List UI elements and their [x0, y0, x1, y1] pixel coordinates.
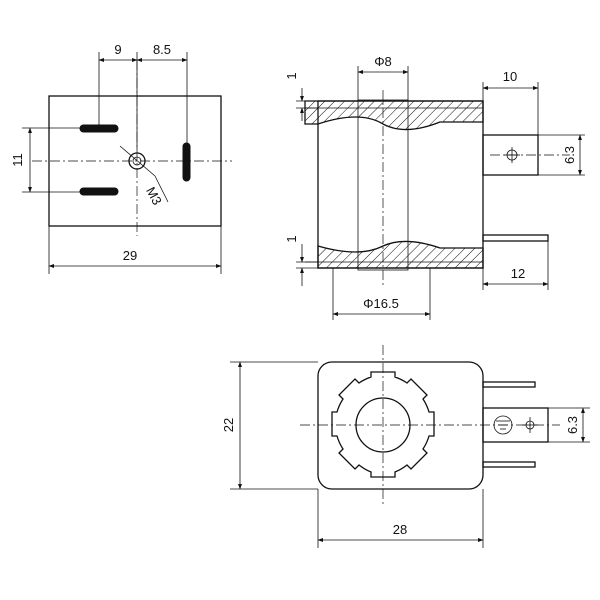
dim-side-height: 11 [10, 153, 25, 167]
dim-terminal-width-front: 6.3 [565, 416, 580, 434]
section-view: Φ8 10 12 6.3 Φ16.5 1 1 [284, 54, 585, 320]
dim-wall-top: 1 [284, 72, 299, 79]
dim-outer-diameter: Φ16.5 [363, 296, 399, 311]
dim-wall-bottom: 1 [284, 235, 299, 242]
front-view: 22 28 6.3 [221, 345, 590, 548]
front-terminal-top [482, 381, 536, 388]
dim-side-pin-spacing-right: 8.5 [153, 42, 171, 57]
section-terminal-bottom [482, 234, 549, 242]
dim-side-pin-spacing-left: 9 [114, 42, 121, 57]
side-view: 9 8.5 11 29 M3 [10, 42, 232, 274]
dim-side-width: 29 [123, 248, 137, 263]
dim-front-height: 22 [221, 418, 236, 432]
pin-bottom [79, 187, 119, 196]
dim-terminal-width-section: 6.3 [562, 146, 577, 164]
front-terminal-ground [482, 407, 549, 443]
section-terminal-top [482, 134, 539, 176]
ground-icon [493, 415, 513, 435]
front-notched-ring [331, 371, 435, 478]
front-bore [355, 397, 411, 453]
pin-vertical [182, 142, 191, 182]
front-terminal-bottom [482, 461, 536, 468]
dim-front-width: 28 [393, 522, 407, 537]
dim-thread: M3 [143, 184, 165, 207]
dim-terminal-length-bottom: 12 [511, 266, 525, 281]
section-bottom-wall [317, 240, 484, 269]
center-screw-hole [128, 152, 146, 170]
section-top-wall [304, 100, 484, 131]
dim-bore-diameter: Φ8 [374, 54, 392, 69]
dim-terminal-length-top: 10 [503, 69, 517, 84]
